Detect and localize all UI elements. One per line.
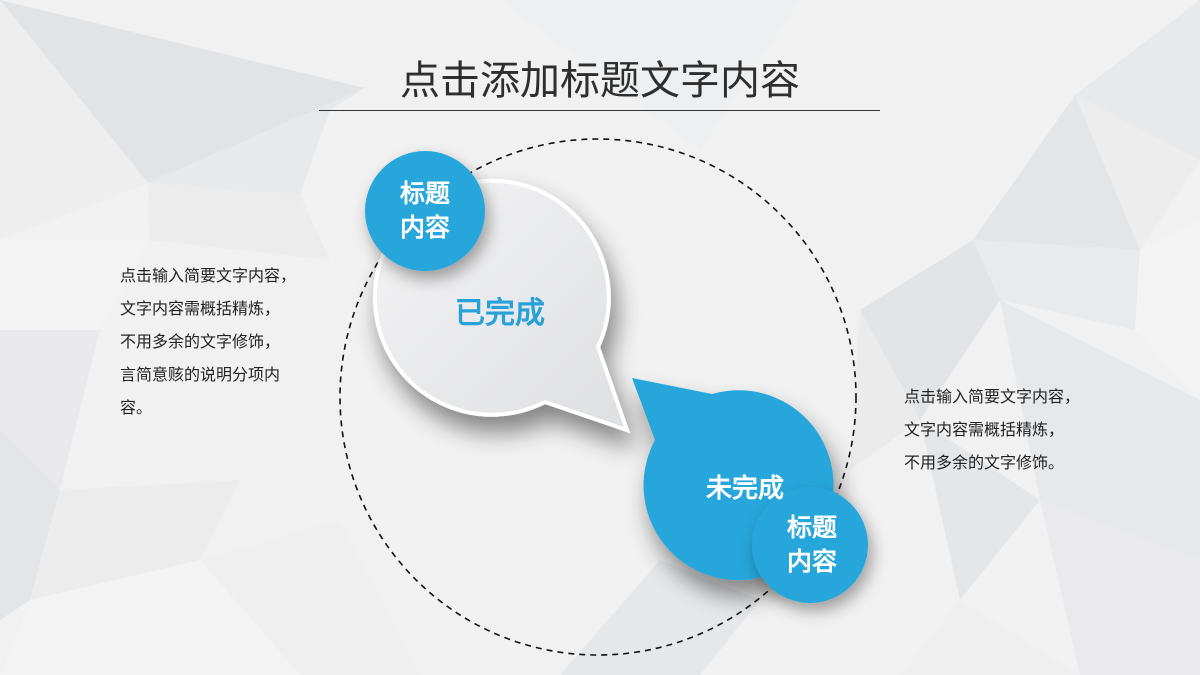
right-description-text[interactable]: 点击输入简要文字内容， 文字内容需概括精炼， 不用多余的文字修饰。: [904, 387, 1081, 472]
dashed-orbit-ring: [339, 138, 857, 656]
badge-line-1: 标题: [786, 513, 837, 542]
badge-line-2: 内容: [399, 213, 450, 242]
badge-line-1: 标题: [399, 179, 450, 208]
top-left-badge-text[interactable]: 标题 内容: [365, 177, 485, 245]
badge-line-2: 内容: [786, 547, 837, 576]
completed-label[interactable]: 已完成: [455, 296, 545, 331]
slide-title[interactable]: 点击添加标题文字内容: [400, 58, 800, 104]
left-description-text[interactable]: 点击输入简要文字内容， 文字内容需概括精炼， 不用多余的文字修饰， 言简意赅的说…: [120, 266, 297, 417]
top-left-badge-circle: [365, 151, 485, 271]
title-underline: [319, 110, 880, 111]
bottom-right-badge-text[interactable]: 标题 内容: [752, 511, 872, 579]
incomplete-label[interactable]: 未完成: [705, 474, 784, 504]
bottom-right-badge-circle: [752, 487, 868, 603]
